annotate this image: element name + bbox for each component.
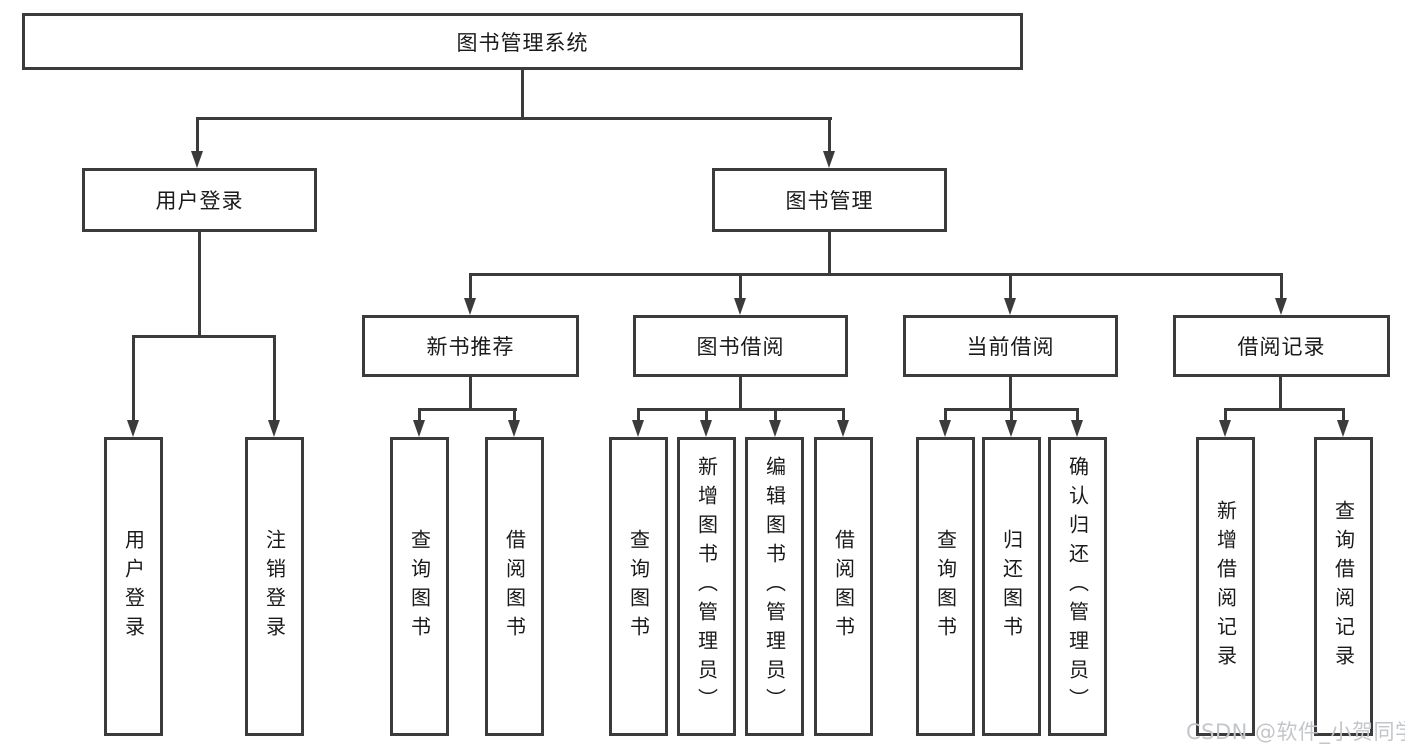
leaf-label: 注销登录 [262,528,287,645]
arrow-down-icon [127,420,139,437]
connector-line [1279,377,1282,411]
leaf-add-borrow-record: 新增借阅记录 [1196,437,1255,736]
leaf-label: 归还图书 [999,528,1024,645]
node-label: 图书借阅 [696,335,785,359]
leaf-label: 查询图书 [407,528,432,645]
connector-line [1280,276,1283,300]
connector-line [944,408,1079,411]
connector-line [132,338,135,420]
connector-line [739,377,742,411]
leaf-borrow-books-borrowing: 借阅图书 [814,437,873,736]
leaf-label: 用户登录 [121,528,146,645]
leaf-add-books-admin: 新增图书（管理员） [677,437,736,736]
leaf-label: 确认归还（管理员） [1065,456,1090,717]
arrow-down-icon [508,420,520,437]
node-label: 图书管理系统 [456,30,589,55]
arrow-down-icon [632,420,644,437]
node-root-library-system: 图书管理系统 [22,13,1023,70]
node-book-management: 图书管理 [712,168,947,232]
arrow-down-icon [464,298,476,315]
leaf-borrow-books-recommend: 借阅图书 [485,437,544,736]
leaf-label: 借阅图书 [502,528,527,645]
connector-line [418,408,517,411]
leaf-label: 查询图书 [626,528,651,645]
connector-line [1010,411,1013,421]
node-new-book-recommend: 新书推荐 [362,315,579,377]
leaf-label: 查询借阅记录 [1331,499,1356,674]
node-book-borrowing: 图书借阅 [633,315,848,377]
leaf-confirm-return-admin: 确认归还（管理员） [1048,437,1107,736]
connector-line [1224,408,1345,411]
connector-line [196,120,199,152]
connector-line [198,232,201,338]
arrow-down-icon [1004,298,1016,315]
connector-line [469,276,472,300]
arrow-down-icon [268,420,280,437]
connector-line [637,411,640,421]
arrow-down-icon [1071,420,1083,437]
connector-line [705,411,708,421]
arrow-down-icon [700,420,712,437]
connector-line [828,232,831,276]
node-label: 图书管理 [785,189,874,213]
connector-line [1009,276,1012,300]
leaf-query-books-borrowing: 查询图书 [609,437,668,736]
leaf-query-books-current: 查询图书 [916,437,975,736]
connector-line [842,411,845,421]
node-user-login: 用户登录 [82,168,317,232]
leaf-logout: 注销登录 [245,437,304,736]
arrow-down-icon [769,420,781,437]
node-borrowing-records: 借阅记录 [1173,315,1390,377]
node-current-borrowing: 当前借阅 [903,315,1118,377]
node-label: 新书推荐 [426,335,515,359]
connector-line [1009,377,1012,411]
arrow-down-icon [1005,420,1017,437]
leaf-label: 新增图书（管理员） [694,456,719,717]
arrow-down-icon [939,420,951,437]
leaf-label: 查询图书 [933,528,958,645]
connector-line [774,411,777,421]
leaf-label: 新增借阅记录 [1213,499,1238,674]
node-label: 借阅记录 [1237,335,1326,359]
connector-line [1224,411,1227,421]
leaf-return-books: 归还图书 [982,437,1041,736]
connector-line [513,411,516,421]
connector-line [739,276,742,300]
leaf-user-login: 用户登录 [104,437,163,736]
connector-line [273,338,276,420]
leaf-label: 编辑图书（管理员） [762,456,787,717]
connector-line [132,335,276,338]
connector-line [944,411,947,421]
connector-line [637,408,845,411]
connector-line [521,70,524,120]
arrow-down-icon [413,420,425,437]
node-label: 用户登录 [155,189,244,213]
arrow-down-icon [734,298,746,315]
csdn-watermark: CSDN @软件_小贺同学 [1186,720,1405,744]
leaf-query-borrow-record: 查询借阅记录 [1314,437,1373,736]
connector-line [418,411,421,421]
arrow-down-icon [1275,298,1287,315]
node-label: 当前借阅 [966,335,1055,359]
connector-line [469,377,472,411]
arrow-down-icon [1337,420,1349,437]
leaf-query-books-recommend: 查询图书 [390,437,449,736]
arrow-down-icon [837,420,849,437]
connector-line [196,117,832,120]
connector-line [1342,411,1345,421]
connector-line [1076,411,1079,421]
arrow-down-icon [1219,420,1231,437]
arrow-down-icon [191,151,203,168]
arrow-down-icon [823,151,835,168]
connector-line [828,120,831,152]
leaf-edit-books-admin: 编辑图书（管理员） [745,437,804,736]
leaf-label: 借阅图书 [831,528,856,645]
connector-line [469,273,1283,276]
